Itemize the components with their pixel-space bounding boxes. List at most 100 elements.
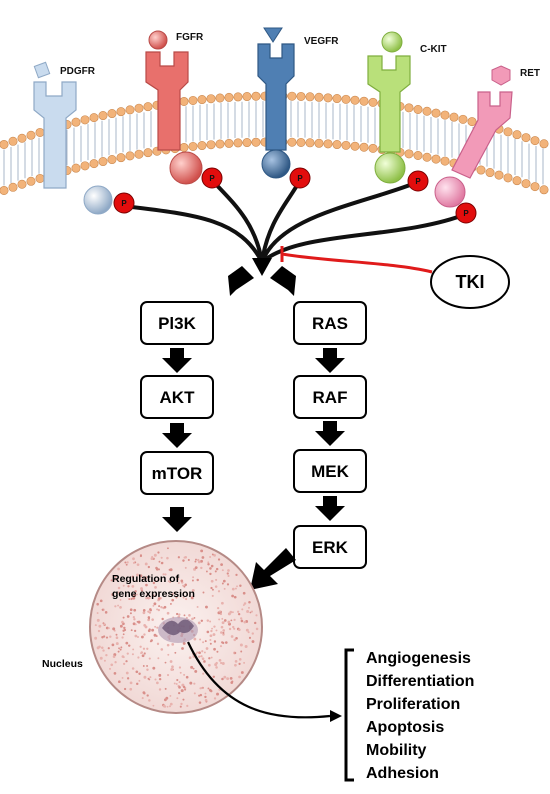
lipid-head	[242, 92, 252, 102]
lipid-head	[449, 112, 459, 122]
fgfr-body	[145, 51, 189, 151]
lipid-head	[17, 179, 27, 189]
lipid-head	[98, 111, 108, 121]
lipid-head	[80, 161, 90, 171]
pi3k-label: Pl3K	[158, 314, 197, 333]
lipid-head	[125, 105, 135, 115]
lipid-head	[206, 94, 216, 104]
tki-label: TKI	[456, 272, 485, 292]
outcome-differentiation: Differentiation	[366, 673, 474, 690]
lipid-head	[368, 143, 378, 153]
lipid-head	[296, 91, 306, 101]
lipid-head	[323, 139, 333, 149]
lipid-head	[476, 165, 486, 175]
lipid-head	[521, 179, 531, 189]
nucleus-label: Nucleus	[42, 658, 83, 670]
receptor-fgfr: FGFR	[145, 30, 204, 185]
lipid-head	[440, 110, 450, 120]
lipid-head	[215, 139, 225, 149]
lipid-head	[413, 150, 423, 160]
lipid-head	[314, 92, 324, 102]
pi3k-box	[140, 301, 214, 345]
lipid-head	[467, 117, 477, 127]
lipid-head	[368, 97, 378, 107]
regulation-label-line1: Regulation of	[112, 573, 180, 585]
lipid-head	[332, 94, 342, 104]
lipid-head	[431, 154, 441, 164]
lipid-head	[341, 140, 351, 150]
lipid-head	[323, 93, 333, 103]
arrow-left-branch-icon	[228, 266, 254, 296]
lipid-head	[26, 130, 36, 140]
tki-inhibitor: TKI	[280, 246, 510, 309]
receptor-group: PDGFR FGFR VEGFR C-KIT RET	[33, 27, 540, 215]
lipid-head	[98, 157, 108, 167]
lipid-head	[422, 106, 432, 116]
lipid-head	[359, 96, 369, 106]
chromatin-texture	[94, 547, 259, 708]
lipid-head	[125, 151, 135, 161]
lipid-head	[8, 182, 18, 192]
lipid-head	[71, 163, 81, 173]
lipid-head	[251, 91, 261, 101]
nucleus: Regulation of gene expression Nucleus	[42, 540, 342, 722]
arrow-down-icon	[162, 507, 192, 532]
lipid-head	[116, 153, 126, 163]
circle-ligand-icon	[381, 31, 403, 53]
phosphate-label: P	[209, 174, 215, 183]
phosphate-label: P	[121, 199, 127, 208]
lipid-head	[188, 95, 198, 105]
lipid-head	[233, 138, 243, 148]
ckit-body	[367, 55, 411, 153]
mek-box	[293, 449, 367, 493]
receptor-ckit: C-KIT	[367, 31, 447, 184]
lipid-head	[116, 107, 126, 117]
ret-body	[451, 91, 513, 179]
lipid-head	[485, 168, 495, 178]
lipid-head	[224, 138, 234, 148]
phosphate-label: P	[297, 174, 303, 183]
lipid-head	[503, 127, 513, 137]
lipid-head	[539, 185, 549, 195]
tki-inhibition-line	[281, 252, 433, 274]
raf-label: RAF	[313, 388, 348, 407]
tki-node	[430, 255, 510, 309]
raf-box	[293, 375, 367, 419]
lipid-head	[26, 176, 36, 186]
lipid-head	[179, 142, 189, 152]
ras-label: RAS	[312, 314, 348, 333]
lipid-head	[287, 137, 297, 147]
lipid-head	[404, 103, 414, 113]
signal-line-ret	[260, 212, 467, 264]
convergence-arrows	[228, 258, 296, 296]
lipid-head	[494, 170, 504, 180]
lipid-head	[359, 142, 369, 152]
lipid-head	[422, 152, 432, 162]
lipid-head	[197, 141, 207, 151]
lipid-head	[305, 138, 315, 148]
circle-ligand-icon	[148, 30, 168, 50]
lipid-head	[143, 148, 153, 158]
arrow-down-icon	[315, 421, 345, 446]
lipid-head	[35, 127, 45, 137]
lipid-head	[71, 117, 81, 127]
lipid-head	[0, 139, 9, 149]
erk-label: ERK	[312, 538, 349, 557]
outcome-apoptosis: Apoptosis	[366, 719, 444, 736]
lipid-head	[296, 137, 306, 147]
phosphate-group: P P P P P	[113, 167, 477, 224]
lipid-head	[197, 95, 207, 105]
lipid-head	[440, 156, 450, 166]
triangle-ligand-icon	[263, 27, 283, 43]
ret-kinase-domain	[434, 176, 466, 208]
phosphate-label: P	[463, 209, 469, 218]
outcome-proliferation: Proliferation	[366, 696, 460, 713]
signal-line-pdgfr	[123, 204, 264, 263]
lipid-head	[521, 133, 531, 143]
lipid-head	[404, 149, 414, 159]
erk-box	[293, 525, 367, 569]
arrow-down-icon	[162, 423, 192, 448]
phosphate-ret: P	[455, 202, 477, 224]
lipid-head	[341, 94, 351, 104]
